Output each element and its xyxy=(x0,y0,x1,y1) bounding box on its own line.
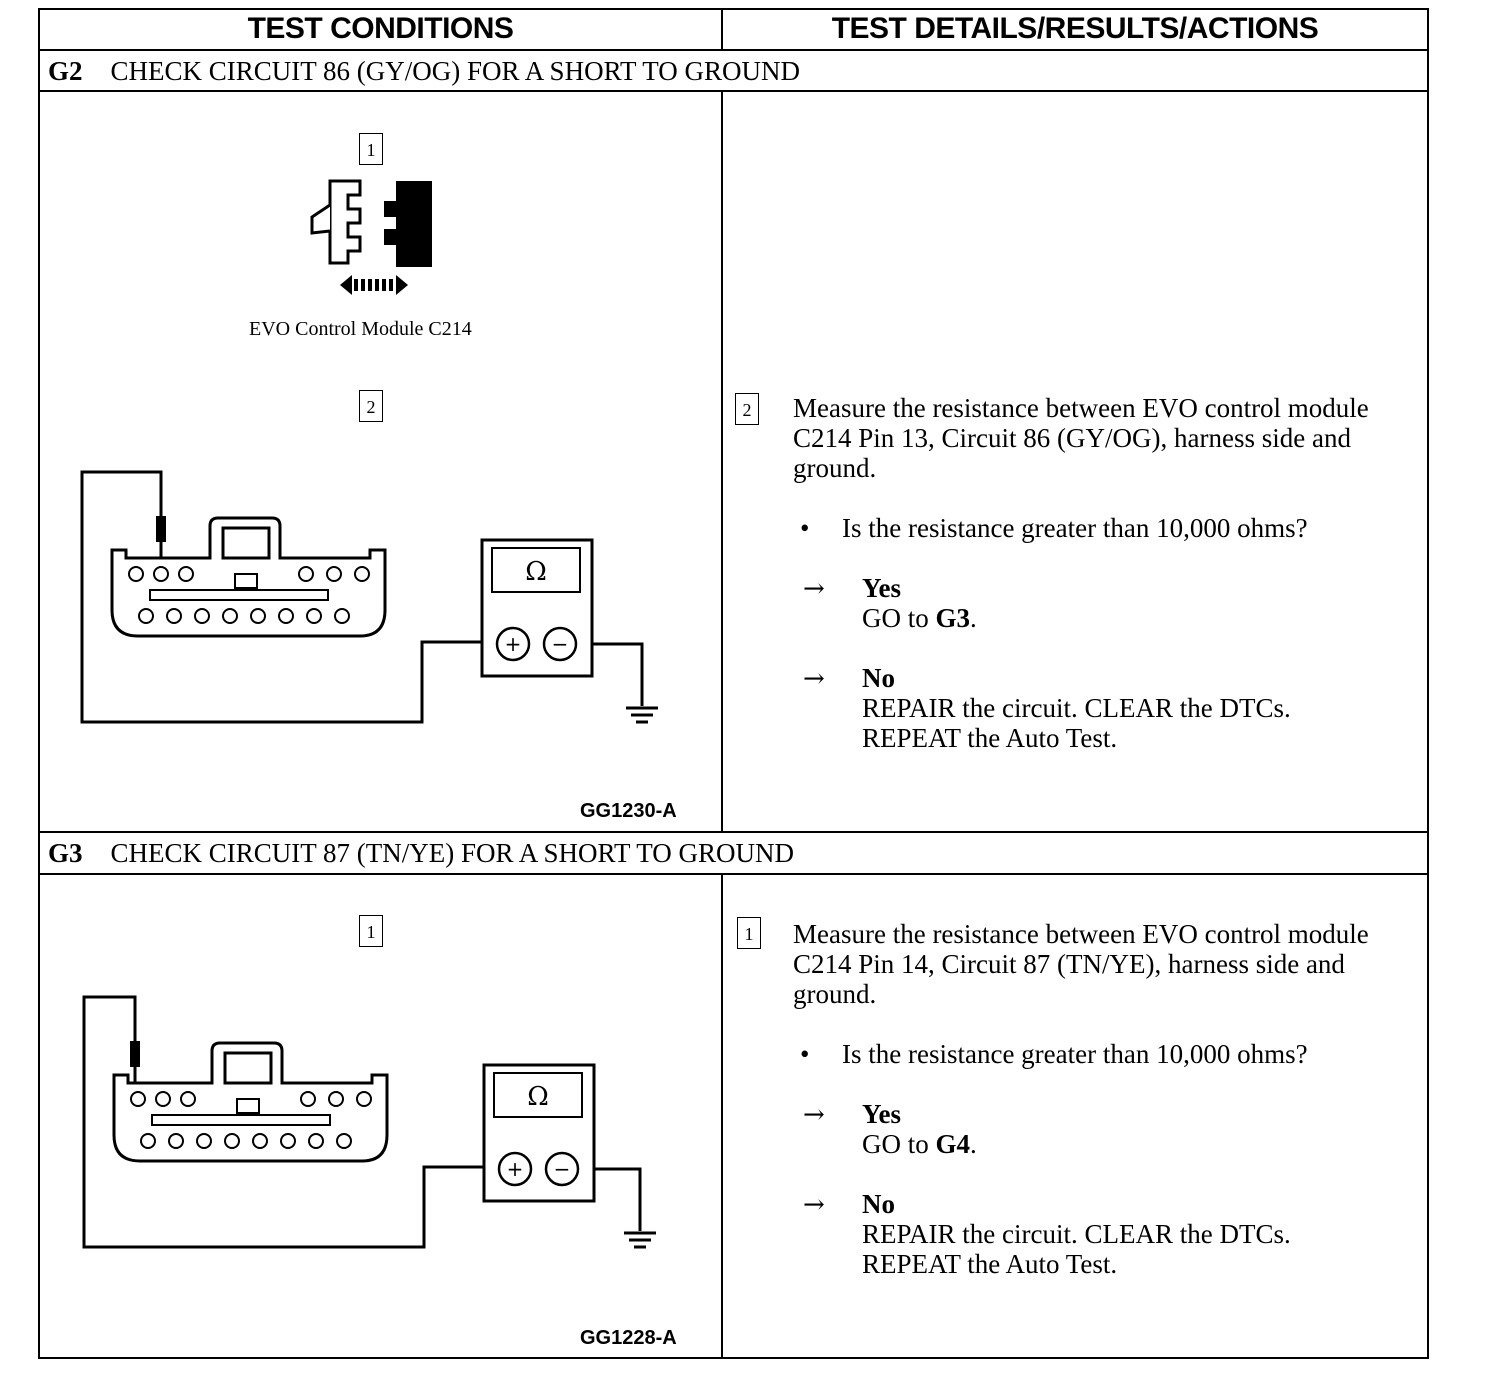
table-left-border xyxy=(38,8,40,1359)
g3-yes-action-target[interactable]: G4 xyxy=(935,1129,971,1159)
g3-no-action-line1: REPAIR the circuit. CLEAR the DTCs. xyxy=(862,1219,1291,1249)
g3-no-action-line2: REPEAT the Auto Test. xyxy=(862,1249,1118,1279)
g2-no-label: No xyxy=(862,663,895,693)
g3-question: Is the resistance greater than 10,000 oh… xyxy=(842,1039,1308,1069)
g3-no-arrow-icon: → xyxy=(803,1190,825,1220)
g2-meter-plus: + xyxy=(505,632,522,656)
g3-yes-arrow-icon: → xyxy=(803,1100,825,1130)
g2-yes-action-target[interactable]: G3 xyxy=(935,603,971,633)
table-top-border xyxy=(38,8,1429,10)
g3-column-divider xyxy=(721,873,723,1359)
g2-bottom-divider xyxy=(38,831,1429,833)
g3-no-label: No xyxy=(862,1189,895,1219)
g2-figure-id: GG1230-A xyxy=(580,800,677,822)
g2-meter-diagram: Ω + − xyxy=(80,470,658,724)
g2-title-divider xyxy=(38,90,1429,92)
g3-detail-badge: 1 xyxy=(737,917,761,949)
g2-step2-badge: 2 xyxy=(359,390,383,422)
g2-meter-ohm-symbol: Ω xyxy=(525,557,547,587)
g2-detail-badge: 2 xyxy=(735,393,759,425)
g2-no-arrow-icon: → xyxy=(803,664,825,694)
column-header-test-conditions: TEST CONDITIONS xyxy=(247,12,514,45)
g3-yes-action: GO to G4. xyxy=(862,1129,977,1159)
g2-yes-arrow-icon: → xyxy=(803,574,825,604)
g2-detail-text: Measure the resistance between EVO contr… xyxy=(793,393,1369,483)
g3-meter-diagram: Ω + − xyxy=(82,995,656,1249)
table-right-border xyxy=(1427,8,1429,1359)
g3-yes-action-prefix: GO to xyxy=(862,1129,936,1159)
g3-yes-label: Yes xyxy=(862,1099,901,1129)
g2-yes-action-prefix: GO to xyxy=(862,603,936,633)
g2-column-divider xyxy=(721,90,723,833)
column-header-test-details: TEST DETAILS/RESULTS/ACTIONS xyxy=(831,12,1319,45)
g3-figure-id: GG1228-A xyxy=(580,1327,677,1349)
header-divider xyxy=(38,49,1429,51)
g3-step-title-text: CHECK CIRCUIT 87 (TN/YE) FOR A SHORT TO … xyxy=(110,838,794,868)
g2-step-title: G2 CHECK CIRCUIT 86 (GY/OG) FOR A SHORT T… xyxy=(48,56,800,87)
g2-question-bullet: • xyxy=(800,513,810,543)
g3-meter-minus: − xyxy=(554,1157,571,1181)
connector-disconnect-icon xyxy=(310,179,432,295)
g2-step1-badge: 1 xyxy=(359,133,383,165)
g3-step1-badge: 1 xyxy=(359,915,383,947)
g2-no-action-line2: REPEAT the Auto Test. xyxy=(862,723,1118,753)
g2-yes-label: Yes xyxy=(862,573,901,603)
g3-question-bullet: • xyxy=(800,1039,810,1069)
g2-step-code: G2 xyxy=(48,56,83,86)
g2-step-title-text: CHECK CIRCUIT 86 (GY/OG) FOR A SHORT TO … xyxy=(110,56,800,86)
g2-yes-action-suffix: . xyxy=(970,603,977,633)
g3-meter-plus: + xyxy=(507,1157,524,1181)
g2-meter-minus: − xyxy=(552,632,569,656)
header-column-divider xyxy=(721,8,723,51)
table-bottom-border xyxy=(38,1357,1429,1359)
g3-title-divider xyxy=(38,873,1429,875)
g2-question: Is the resistance greater than 10,000 oh… xyxy=(842,513,1308,543)
g2-connector-caption: EVO Control Module C214 xyxy=(249,318,472,340)
g3-yes-action-suffix: . xyxy=(970,1129,977,1159)
g3-step-code: G3 xyxy=(48,838,83,868)
g3-meter-ohm-symbol: Ω xyxy=(527,1082,549,1112)
g2-no-action-line1: REPAIR the circuit. CLEAR the DTCs. xyxy=(862,693,1291,723)
g2-yes-action: GO to G3. xyxy=(862,603,977,633)
g3-detail-text: Measure the resistance between EVO contr… xyxy=(793,919,1369,1009)
g3-step-title: G3 CHECK CIRCUIT 87 (TN/YE) FOR A SHORT T… xyxy=(48,838,794,869)
